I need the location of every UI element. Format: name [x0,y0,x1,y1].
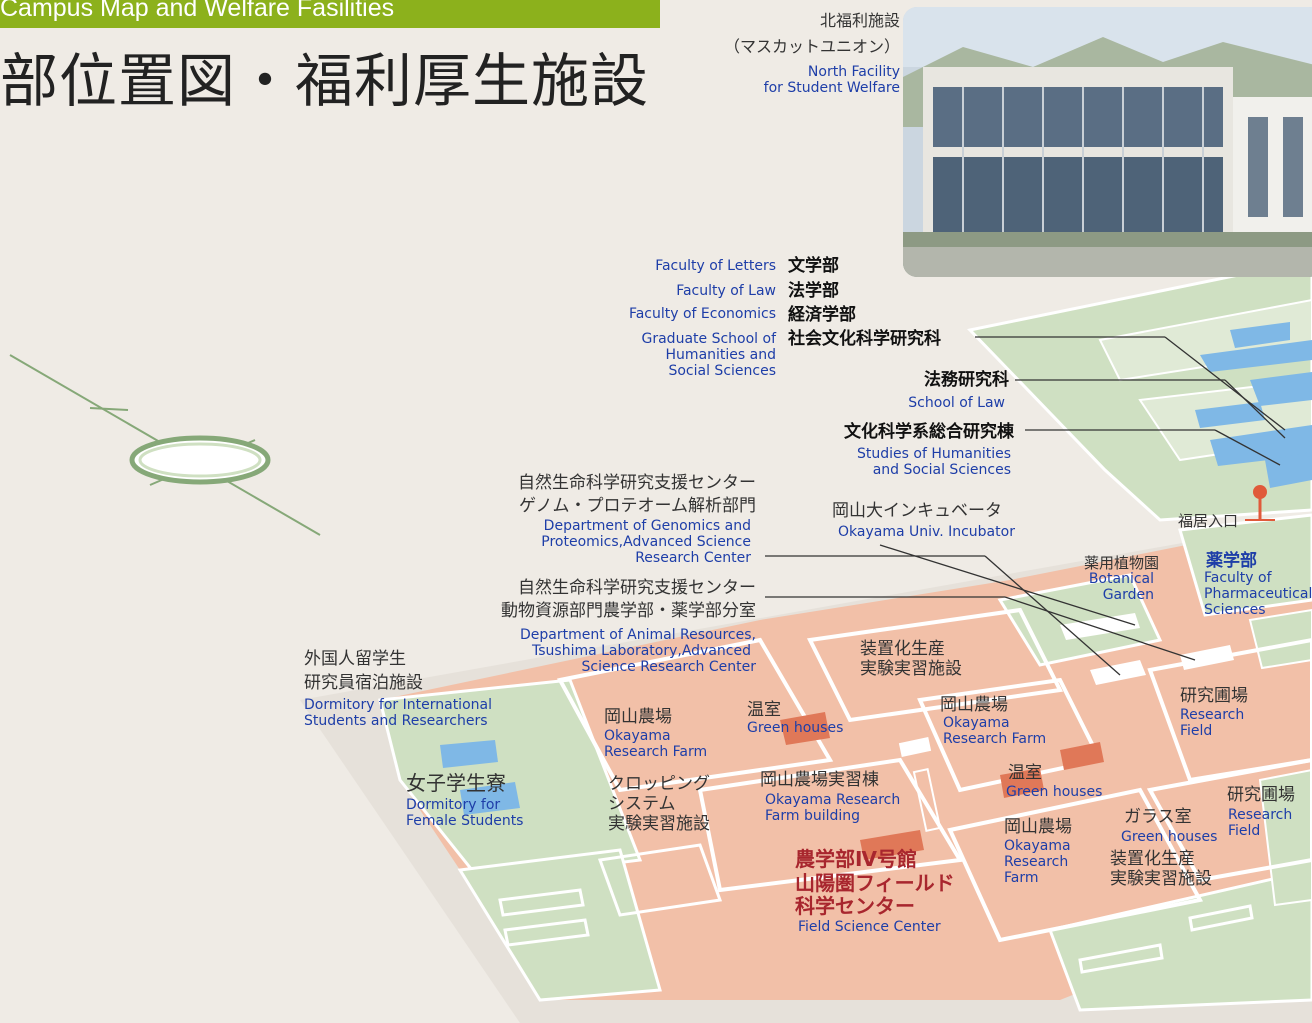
label-farm2-en1: Okayama [943,715,1010,731]
label-farmbldg-en2: Farm building [765,808,861,824]
label-grad-en2: Humanities and [665,347,776,363]
label-greenhouse2-jp: 温室 [1008,763,1042,783]
label-animal-jp1: 自然生命科学研究支援センター [518,578,756,598]
compass-icon [9,354,321,536]
label-field2-en2: Field [1228,823,1261,839]
label-farm3-en3: Farm [1004,870,1039,886]
label-facility1-jp1: 装置化生産 [860,639,945,659]
label-dorm-intl-jp1: 外国人留学生 [304,649,406,669]
label-facility2-jp2: 実験実習施設 [1110,869,1212,889]
north-facility-photo [903,7,1312,277]
label-dorm-female-en1: Dormitory for [406,797,501,813]
label-grad-en3: Social Sciences [668,363,776,379]
label-farm1-jp: 岡山農場 [604,707,672,727]
label-field1-en1: Research [1180,707,1245,723]
header-subtitle: Campus Map and Welfare Fasilities [0,0,395,22]
label-genomics-en3: Research Center [635,550,751,566]
label-pharma-en3: Sciences [1204,602,1266,618]
label-greenhouse2-en: Green houses [1006,784,1103,800]
label-field1-en2: Field [1180,723,1213,739]
label-humanities-jp: 文化科学系総合研究棟 [844,422,1014,442]
label-genomics-jp2: ゲノム・プロテオーム解析部門 [519,496,756,516]
label-dorm-female-jp: 女子学生寮 [406,771,506,795]
label-greenhouse1-en: Green houses [747,720,844,736]
label-farm3-jp: 岡山農場 [1004,817,1072,837]
label-dorm-intl-en2: Students and Researchers [304,713,488,729]
label-farm2-en2: Research Farm [943,731,1047,747]
label-field2-jp: 研究圃場 [1227,785,1295,805]
label-farm1-en1: Okayama [604,728,671,744]
label-lawschool-jp: 法務研究科 [924,370,1009,390]
label-fieldcenter-jp2: 山陽圏フィールド [795,871,955,895]
photo-caption-jp2: （マスカットユニオン） [723,37,900,56]
label-incubator-jp: 岡山大インキュベータ [832,501,1002,521]
label-farm3-en1: Okayama [1004,838,1071,854]
label-dorm-female-en2: Female Students [406,813,524,829]
label-pharma-en2: Pharmaceutical [1204,586,1312,602]
label-humanities-en2: and Social Sciences [872,462,1011,478]
label-entrance: 福居入口 [1178,512,1239,530]
label-grad-en1: Graduate School of [641,331,777,347]
label-animal-en1: Department of Animal Resources, [520,627,756,643]
label-farmbldg-jp: 岡山農場実習棟 [760,770,879,790]
label-cropping-jp2: システム [608,794,676,814]
leader-lines [765,336,1286,676]
label-botanical-jp: 薬用植物園 [1083,554,1159,572]
label-facility1-jp2: 実験実習施設 [860,659,962,679]
label-cropping-jp3: 実験実習施設 [608,814,710,834]
label-letters-en: Faculty of Letters [655,258,776,274]
label-fieldcenter-jp3: 科学センター [795,894,915,918]
label-cropping-jp1: クロッピング [608,774,710,794]
label-botanical-en2: Garden [1102,587,1154,603]
photo-caption-en2: for Student Welfare [763,80,900,96]
page-title: 部位置図・福利厚生施設 [0,47,650,115]
label-grad-jp: 社会文化科学研究科 [788,329,941,349]
label-lawschool-en: School of Law [908,395,1005,411]
label-animal-en3: Science Research Center [581,659,756,675]
label-economics-jp: 経済学部 [788,305,856,325]
label-facility2-jp1: 装置化生産 [1110,849,1195,869]
label-glasshouse-jp: ガラス室 [1124,807,1192,827]
label-pharma-jp: 薬学部 [1206,551,1257,571]
label-pharma-en1: Faculty of [1204,570,1272,586]
label-field2-en1: Research [1228,807,1293,823]
header-bar: Campus Map and Welfare Fasilities [0,0,660,28]
label-farm1-en2: Research Farm [604,744,708,760]
label-greenhouse1-jp: 温室 [747,700,781,720]
label-field1-jp: 研究圃場 [1180,686,1248,706]
label-botanical-en1: Botanical [1088,571,1154,587]
label-fieldcenter-en: Field Science Center [798,919,941,935]
label-animal-jp2: 動物資源部門農学部・薬学部分室 [501,601,756,621]
north-campus-area [967,258,1312,522]
farm-area [378,513,1312,1012]
label-dorm-intl-en1: Dormitory for International [304,697,492,713]
label-incubator-en: Okayama Univ. Incubator [838,524,1015,540]
label-humanities-en1: Studies of Humanities [857,446,1011,462]
label-farm2-jp: 岡山農場 [940,695,1008,715]
label-farmbldg-en1: Okayama Research [765,792,901,808]
label-animal-en2: Tsushima Laboratory,Advanced [532,643,751,659]
label-law-en: Faculty of Law [676,283,776,299]
location-pin-icon [1245,485,1275,521]
label-genomics-en2: Proteomics,Advanced Science [541,534,751,550]
label-fieldcenter-jp1: 農学部Ⅳ号館 [795,847,917,871]
label-letters-jp: 文学部 [788,256,839,276]
label-economics-en: Faculty of Economics [628,306,776,322]
label-genomics-en1: Department of Genomics and [543,518,751,534]
label-glasshouse-en: Green houses [1121,829,1218,845]
label-farm3-en2: Research [1004,854,1069,870]
photo-caption-en1: North Facility [807,64,900,80]
label-genomics-jp1: 自然生命科学研究支援センター [518,473,756,493]
label-dorm-intl-jp2: 研究員宿泊施設 [304,673,423,693]
label-law-jp: 法学部 [788,281,839,301]
photo-caption-jp1: 北福利施設 [819,11,900,30]
